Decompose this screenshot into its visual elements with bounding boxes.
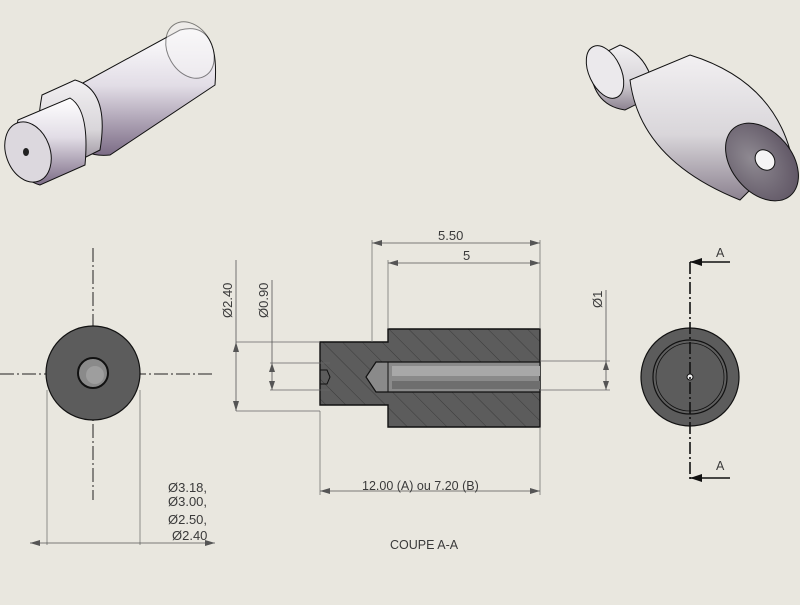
dim-5-50: 5.50 — [438, 228, 463, 243]
iso-view-right — [585, 44, 799, 202]
dim-d-1: Ø1 — [590, 291, 605, 308]
dim-total-length: 12.00 (A) ou 7.20 (B) — [362, 479, 479, 493]
dim-d-0-90: Ø0.90 — [256, 283, 271, 318]
diam-list-2: Ø3.00, — [168, 494, 207, 509]
front-view — [0, 248, 215, 546]
dim-d-2-40: Ø2.40 — [220, 283, 235, 318]
diam-list-3: Ø2.50, — [168, 512, 207, 527]
section-mark-top: A — [716, 246, 725, 260]
end-view — [640, 258, 740, 482]
diam-list-4: Ø2.40 — [172, 528, 207, 543]
diam-list-1: Ø3.18, — [168, 480, 207, 495]
section-title: COUPE A-A — [390, 538, 459, 552]
iso-view-left — [4, 21, 217, 186]
dim-5: 5 — [463, 248, 470, 263]
section-mark-bottom: A — [716, 459, 725, 473]
section-view — [233, 240, 610, 495]
